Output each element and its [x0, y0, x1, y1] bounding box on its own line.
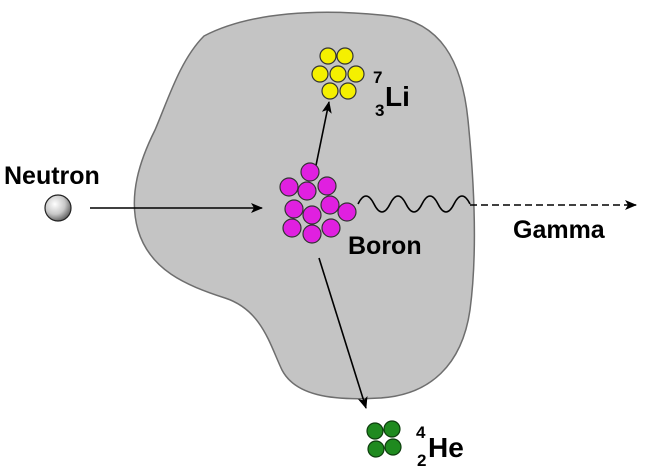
lithium-nucleon: [311, 65, 329, 83]
lithium-nucleon: [336, 47, 354, 65]
helium-atomic-number: 2: [417, 451, 427, 470]
lithium-symbol: Li: [385, 81, 410, 112]
boron-nucleon: [337, 202, 357, 222]
boron-nucleus: [279, 162, 357, 244]
boron-nucleon: [302, 224, 322, 244]
boron-nucleon: [282, 218, 302, 238]
helium-nucleon: [384, 438, 402, 456]
boron-nucleon: [284, 199, 304, 219]
lithium-nucleon: [319, 47, 337, 65]
lithium-nucleon: [329, 65, 347, 83]
helium-symbol: He: [428, 432, 464, 463]
lithium-nucleon: [347, 65, 365, 83]
boron-nucleon: [297, 181, 317, 201]
cell-region: [133, 11, 476, 400]
neutron-label: Neutron: [4, 162, 100, 190]
lithium-atomic-number: 3: [375, 101, 385, 120]
helium-nucleus: [366, 420, 402, 458]
boron-nucleon: [317, 176, 337, 196]
lithium-nucleon: [321, 82, 339, 100]
lithium-mass-number: 7: [373, 68, 383, 87]
gamma-label: Gamma: [513, 216, 605, 244]
boron-nucleon: [279, 177, 299, 197]
lithium-nucleus: [311, 47, 365, 100]
boron-nucleon: [300, 162, 320, 182]
boron-label: Boron: [348, 232, 422, 260]
helium-nucleon: [367, 440, 385, 458]
helium-arrow: [318, 257, 368, 409]
helium-nucleon: [366, 422, 384, 440]
helium-nucleon: [383, 420, 401, 438]
boron-nucleon: [321, 218, 341, 238]
neutron-particle: [44, 194, 72, 222]
boron-nucleon: [320, 195, 340, 215]
boron-nucleon: [302, 205, 322, 225]
gamma-wave: [357, 195, 471, 213]
lithium-nucleon: [339, 82, 357, 100]
helium-mass-number: 4: [416, 423, 426, 442]
